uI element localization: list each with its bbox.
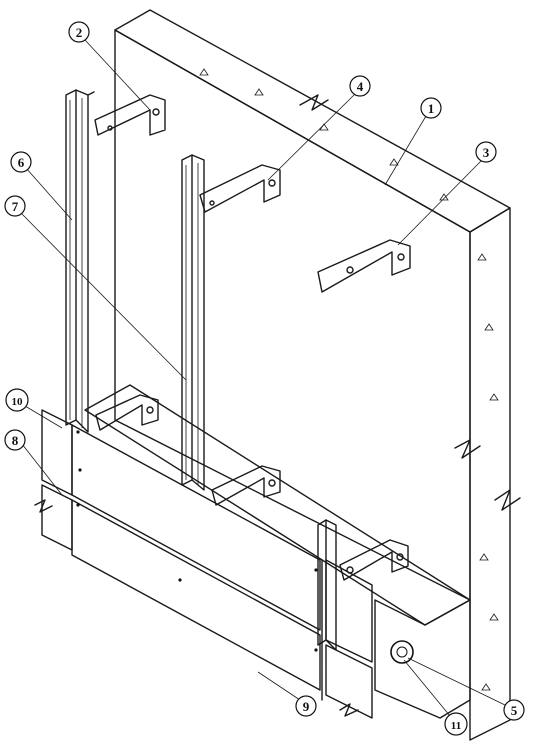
callout-2: 2 — [68, 21, 90, 43]
callout-7: 7 — [4, 195, 26, 217]
leader-7 — [19, 211, 187, 381]
wall-brackets — [94, 94, 411, 581]
callout-10: 10 — [5, 388, 29, 412]
wall-top-face — [114, 9, 511, 233]
bracket-low-left — [95, 394, 159, 431]
leader-5 — [407, 657, 506, 706]
cladding-panels — [34, 409, 373, 719]
masonry-wall — [114, 9, 521, 741]
callout-6-label: 6 — [18, 155, 25, 170]
leader-lines — [19, 39, 506, 717]
panel-rivets — [76, 430, 318, 652]
rail-middle — [181, 154, 205, 491]
panel-upper-left — [41, 409, 73, 496]
callouts: 1 2 3 4 5 6 7 8 — [4, 21, 525, 736]
vertical-guide-rails — [65, 89, 337, 651]
aggregate-marks — [199, 68, 499, 691]
insulation-side-face — [374, 599, 471, 719]
panel-upper-main — [71, 424, 321, 631]
callout-4: 4 — [349, 75, 371, 97]
insulation-top-face — [84, 384, 471, 626]
callout-10-label: 10 — [12, 396, 24, 408]
break-mark-side — [454, 439, 481, 459]
callout-1-label: 1 — [428, 101, 435, 116]
callout-9-label: 9 — [303, 699, 310, 714]
leader-8 — [21, 443, 63, 496]
bracket-low-middle — [211, 465, 281, 506]
leader-2 — [84, 39, 151, 111]
callout-5-label: 5 — [511, 703, 518, 718]
callout-5: 5 — [503, 699, 525, 721]
callout-3: 3 — [475, 141, 497, 163]
panel-lower-left — [41, 484, 73, 551]
leader-9 — [257, 671, 301, 701]
break-mark-top — [299, 94, 329, 111]
wall-side-face — [469, 207, 511, 741]
leader-10 — [19, 402, 63, 429]
panel-lower-main — [71, 499, 321, 691]
bracket-top-middle — [199, 164, 281, 213]
callout-4-label: 4 — [357, 79, 364, 94]
panel-right-lower — [325, 644, 373, 719]
panel-right-upper — [325, 559, 373, 663]
leader-4 — [267, 92, 357, 181]
callout-9: 9 — [295, 695, 317, 717]
bracket-top-left — [94, 94, 166, 136]
insulation-layer — [84, 384, 471, 719]
callout-8-label: 8 — [12, 433, 19, 448]
callout-1: 1 — [420, 97, 442, 119]
break-mark-side-2 — [494, 489, 521, 511]
leader-6 — [25, 167, 73, 221]
callout-2-label: 2 — [76, 25, 83, 40]
callout-11: 11 — [444, 712, 468, 736]
callout-8: 8 — [4, 429, 26, 451]
bracket-low-right — [339, 539, 409, 581]
callout-6: 6 — [10, 151, 32, 173]
callout-3-label: 3 — [483, 145, 490, 160]
bracket-wall-right — [317, 239, 411, 293]
leader-11 — [403, 659, 451, 717]
leader-3 — [397, 159, 483, 246]
rail-left — [65, 89, 95, 433]
callout-7-label: 7 — [12, 199, 19, 214]
callout-11-label: 11 — [451, 720, 461, 732]
leader-1 — [384, 115, 427, 186]
wall-front-face — [114, 29, 471, 601]
